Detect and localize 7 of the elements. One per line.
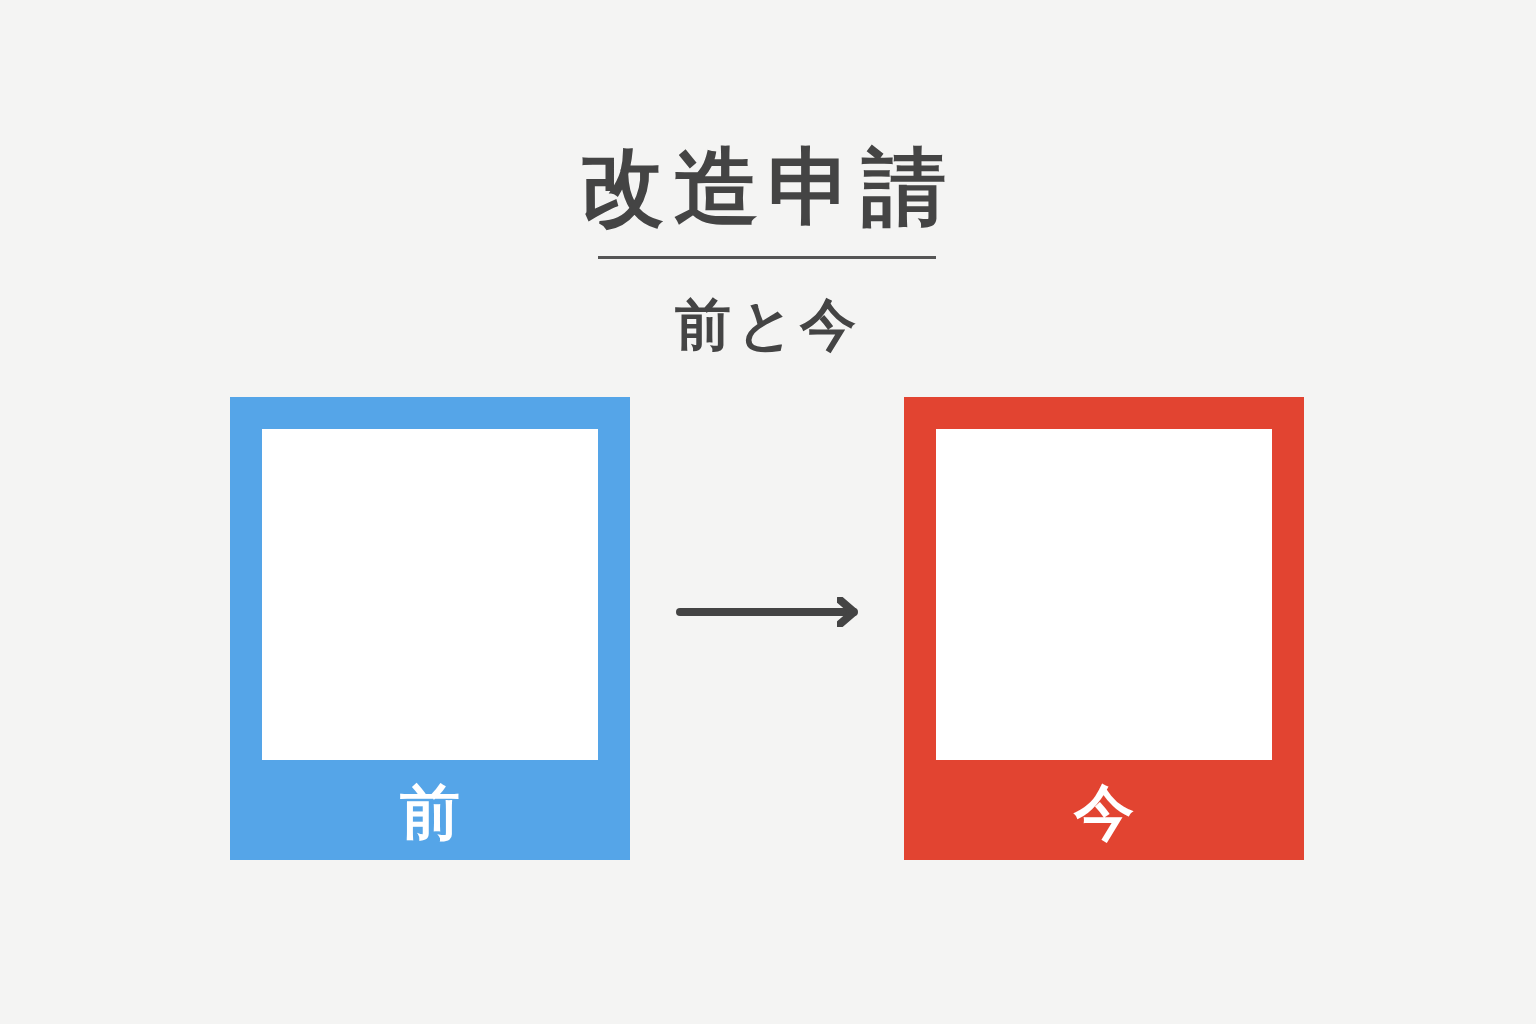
arrow [676,596,858,628]
frame-label: 今 [1072,776,1135,849]
frame-label: 前 [399,776,461,849]
photo-frame [904,397,1304,860]
subtitle: 前と今 [673,291,863,359]
photo-frame [230,397,630,860]
title: 改造申請 [579,137,957,238]
